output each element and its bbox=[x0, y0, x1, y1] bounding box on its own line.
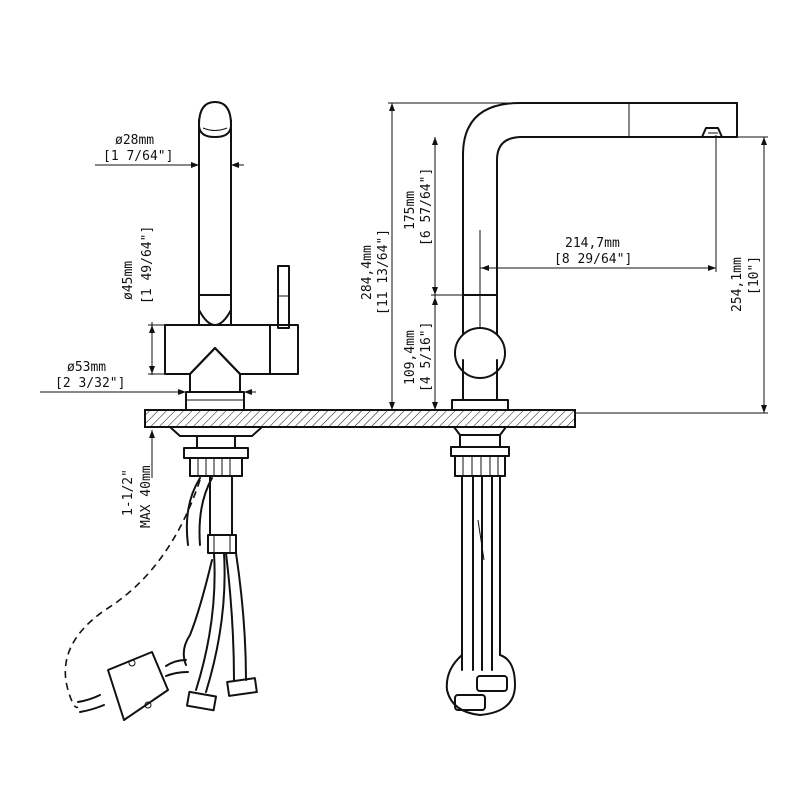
label-d53-mm: ø53mm bbox=[67, 360, 106, 375]
countertop-section bbox=[144, 409, 576, 428]
label-h109-mm: 109,4mm bbox=[403, 330, 418, 385]
label-d45-mm: ø45mm bbox=[121, 261, 136, 300]
label-h254-mm: 254,1mm bbox=[730, 257, 745, 312]
label-h254-in: [10"] bbox=[747, 256, 762, 295]
label-d28-in: [1 7/64"] bbox=[103, 149, 173, 164]
label-d28-mm: ø28mm bbox=[115, 133, 154, 148]
label-d53-in: [2 3/32"] bbox=[55, 376, 125, 391]
label-h284-in: [11 13/64"] bbox=[376, 229, 391, 315]
label-d45-in: [1 49/64"] bbox=[140, 226, 155, 304]
label-reach-in: [8 29/64"] bbox=[554, 252, 632, 267]
label-h109-in: [4 5/16"] bbox=[419, 322, 434, 392]
dimension-lines bbox=[40, 102, 768, 478]
dimension-labels: ø28mm [1 7/64"] ø45mm [1 49/64"] ø53mm [… bbox=[55, 133, 762, 528]
label-h175-in: [6 57/64"] bbox=[419, 168, 434, 246]
label-thread: 1-1/2" bbox=[121, 469, 136, 516]
faucet-side-view bbox=[445, 102, 738, 716]
label-max-thickness: MAX 40mm bbox=[139, 465, 154, 528]
label-reach-mm: 214,7mm bbox=[565, 236, 620, 251]
label-h284-mm: 284,4mm bbox=[360, 245, 375, 300]
label-h175-mm: 175mm bbox=[403, 191, 418, 230]
faucet-front-view bbox=[64, 101, 299, 721]
